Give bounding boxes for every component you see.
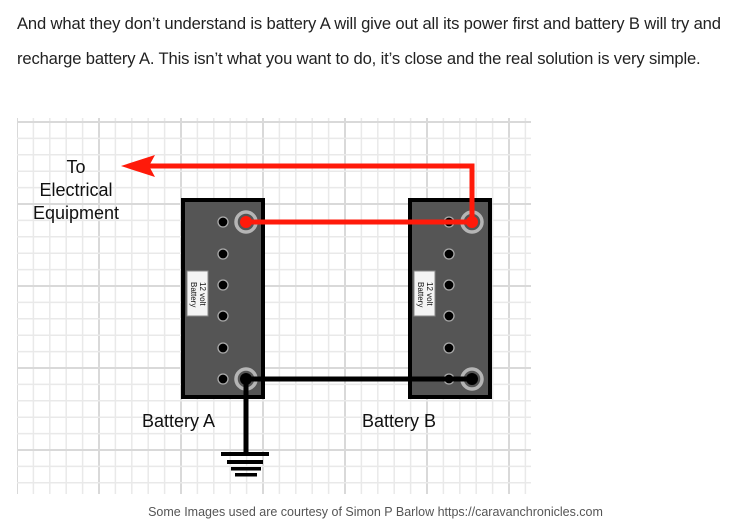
- battery-a-sticker-line-1: 12 volt: [198, 282, 207, 306]
- battery-b-label: Battery B: [362, 411, 436, 431]
- battery-a-label: Battery A: [142, 411, 215, 431]
- destination-label-line-2: Electrical: [39, 180, 112, 200]
- battery-b-body: [408, 198, 492, 399]
- negative-wire: [221, 373, 478, 477]
- destination-label: To Electrical Equipment: [33, 157, 119, 223]
- battery-b-sticker: [413, 270, 436, 317]
- battery-a: 12 volt Battery: [181, 198, 265, 399]
- battery-a-sticker: [186, 270, 209, 317]
- wiring-diagram: To Electrical Equipment 12 volt Battery: [17, 118, 531, 496]
- negative-wire-junction-a: [240, 373, 252, 385]
- destination-label-line-1: To: [66, 157, 85, 177]
- positive-wire: [121, 155, 478, 228]
- positive-wire-path: [147, 163, 475, 225]
- battery-b-sticker-line-1: 12 volt: [425, 282, 434, 306]
- ground-symbol-icon: [221, 452, 269, 477]
- arrow-left-icon: [121, 155, 155, 177]
- article-paragraph: And what they don’t understand is batter…: [17, 14, 721, 68]
- image-credit-caption: Some Images used are courtesy of Simon P…: [148, 505, 603, 519]
- positive-wire-junction-a: [240, 216, 252, 228]
- battery-a-cell-holes: [217, 216, 229, 385]
- destination-label-line-3: Equipment: [33, 203, 119, 223]
- battery-a-sticker-line-2: Battery: [189, 282, 198, 307]
- battery-b: 12 volt Battery: [408, 198, 492, 399]
- negative-wire-junction-b: [466, 373, 478, 385]
- positive-wire-junction-b: [466, 216, 478, 228]
- battery-b-sticker-line-2: Battery: [416, 282, 425, 307]
